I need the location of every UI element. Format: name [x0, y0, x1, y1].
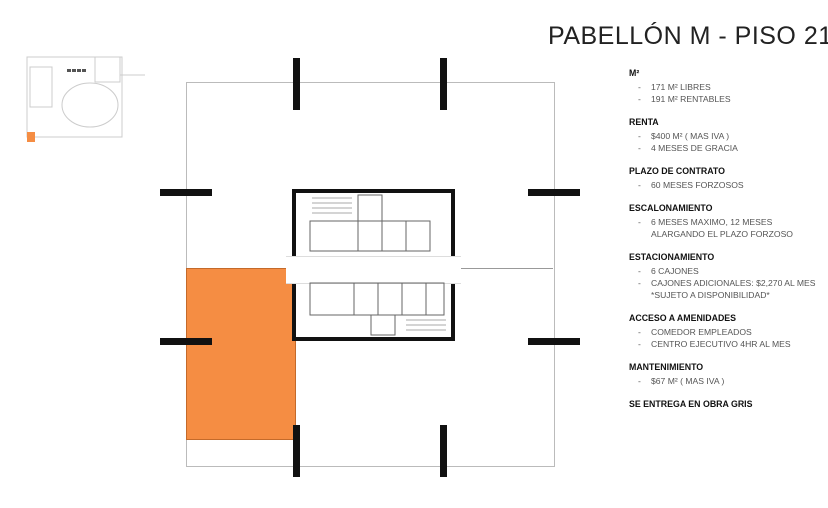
item-text: 191 M² RENTABLES [651, 94, 731, 104]
bullet-dash: - [638, 180, 641, 190]
column [293, 58, 300, 110]
list-item: -60 MESES FORZOSOS [629, 179, 819, 191]
item-text: CENTRO EJECUTIVO 4HR AL MES [651, 339, 791, 349]
section-heading: MANTENIMIENTO [629, 362, 704, 372]
bullet-dash: - [638, 376, 641, 386]
column [528, 189, 580, 196]
section-heading: RENTA [629, 117, 659, 127]
column [160, 338, 212, 345]
item-text: 171 M² LIBRES [651, 82, 711, 92]
key-plan-highlight [27, 132, 35, 142]
core-restrooms [309, 194, 446, 336]
bullet-dash: - [638, 278, 641, 288]
item-text: COMEDOR EMPLEADOS [651, 327, 752, 337]
info-section: M² -171 M² LIBRES-191 M² RENTABLES [629, 68, 819, 105]
info-section: ACCESO A AMENIDADES -COMEDOR EMPLEADOS-CE… [629, 313, 819, 350]
item-text: 4 MESES DE GRACIA [651, 143, 738, 153]
item-text: $67 M² ( MAS IVA ) [651, 376, 725, 386]
item-text: 6 CAJONES [651, 266, 699, 276]
bullet-dash: - [638, 143, 641, 153]
column [528, 338, 580, 345]
bullet-dash: - [638, 339, 641, 349]
column [293, 425, 300, 477]
section-heading: M² [629, 68, 640, 78]
available-area [186, 268, 296, 440]
section-heading: ESCALONAMIENTO [629, 203, 713, 213]
list-item: -6 MESES MAXIMO, 12 MESES ALARGANDO EL P… [629, 216, 819, 240]
key-plan-thumbnail [26, 56, 145, 142]
item-text: CAJONES ADICIONALES: $2,270 AL MES *SUJE… [651, 278, 816, 300]
list-item: -6 CAJONES [629, 265, 819, 277]
bullet-dash: - [638, 94, 641, 104]
column [440, 425, 447, 477]
page-title: PABELLÓN M - PISO 21 [548, 22, 828, 50]
item-text: 60 MESES FORZOSOS [651, 180, 744, 190]
floor-plan [160, 58, 580, 477]
info-section: RENTA -$400 M² ( MAS IVA )-4 MESES DE GRA… [629, 117, 819, 154]
list-item: -4 MESES DE GRACIA [629, 142, 819, 154]
bullet-dash: - [638, 327, 641, 337]
section-heading: SE ENTREGA EN OBRA GRIS [629, 399, 753, 409]
column [440, 58, 447, 110]
list-item: -171 M² LIBRES [629, 81, 819, 93]
bullet-dash: - [638, 217, 641, 227]
list-item: -COMEDOR EMPLEADOS [629, 326, 819, 338]
list-item: -CENTRO EJECUTIVO 4HR AL MES [629, 338, 819, 350]
section-heading: ESTACIONAMIENTO [629, 252, 715, 262]
info-section: PLAZO DE CONTRATO -60 MESES FORZOSOS [629, 166, 819, 191]
item-text: 6 MESES MAXIMO, 12 MESES ALARGANDO EL PL… [651, 217, 793, 239]
list-item: -CAJONES ADICIONALES: $2,270 AL MES *SUJ… [629, 277, 819, 301]
column [160, 189, 212, 196]
bullet-dash: - [638, 266, 641, 276]
item-text: $400 M² ( MAS IVA ) [651, 131, 730, 141]
info-section: MANTENIMIENTO -$67 M² ( MAS IVA ) [629, 362, 819, 387]
list-item: -191 M² RENTABLES [629, 93, 819, 105]
info-section: ESCALONAMIENTO -6 MESES MAXIMO, 12 MESES … [629, 203, 819, 240]
info-section: SE ENTREGA EN OBRA GRIS [629, 399, 819, 409]
bullet-dash: - [638, 131, 641, 141]
section-heading: ACCESO A AMENIDADES [629, 313, 737, 323]
bullet-dash: - [638, 82, 641, 92]
list-item: -$67 M² ( MAS IVA ) [629, 375, 819, 387]
section-heading: PLAZO DE CONTRATO [629, 166, 725, 176]
info-section: ESTACIONAMIENTO -6 CAJONES-CAJONES ADICIO… [629, 252, 819, 301]
list-item: -$400 M² ( MAS IVA ) [629, 130, 819, 142]
